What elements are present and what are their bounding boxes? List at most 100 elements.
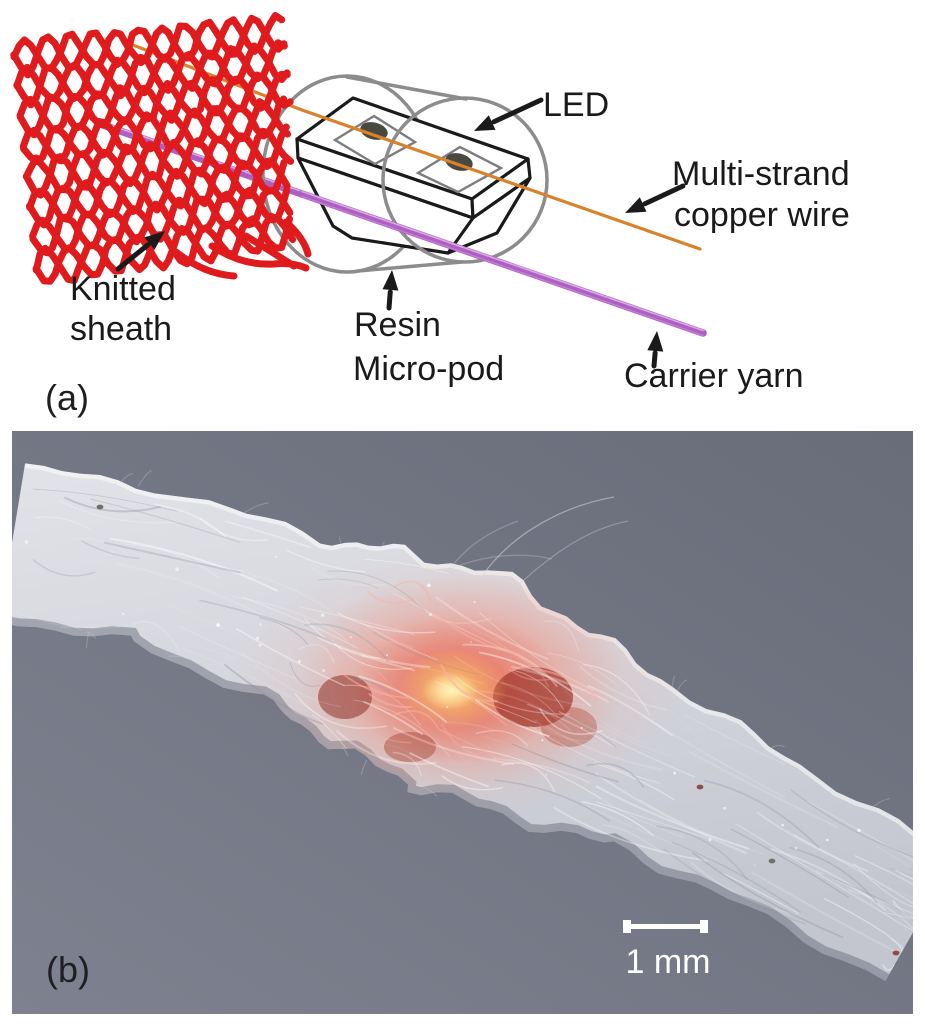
yarn-fiber <box>494 779 611 822</box>
edge-fuzz-fiber <box>341 746 349 757</box>
yarn-sparkle <box>259 623 262 626</box>
yarn-fiber <box>103 541 241 574</box>
yarn-fiber <box>434 613 521 656</box>
yarn-sparkle <box>470 641 473 643</box>
edge-fuzz-fiber <box>671 675 676 688</box>
yarn-fiber <box>224 520 311 549</box>
yarn-fiber <box>882 963 896 971</box>
yarn-fiber <box>110 537 278 592</box>
yarn-fiber <box>412 665 485 685</box>
yarn-sparkle <box>121 612 125 616</box>
edge-fuzz-fiber <box>360 759 368 775</box>
yarn-fiber <box>593 762 675 801</box>
yarn-fiber <box>437 728 503 761</box>
edge-fuzz-fiber <box>338 536 342 544</box>
yarn-fiber <box>71 538 132 558</box>
yarn-fiber <box>703 779 820 849</box>
yarn-fiber <box>587 684 673 737</box>
yarn-sparkle <box>545 773 548 776</box>
yarn-fiber <box>602 824 662 854</box>
yarn-fiber <box>444 750 474 776</box>
yarn-fiber <box>806 800 925 880</box>
yarn-fiber <box>815 870 915 932</box>
yarn-fiber <box>343 684 421 726</box>
knitted-sheath-drawing <box>10 12 312 285</box>
yarn-fiber <box>595 785 750 850</box>
led-die-left <box>360 122 388 140</box>
yarn-fiber <box>558 711 696 778</box>
yarn-fiber <box>451 691 537 724</box>
yarn-fiber <box>854 855 925 901</box>
yarn-sparkle <box>322 668 326 673</box>
yarn-sparkle <box>429 613 432 617</box>
led-aperture-right <box>415 145 504 194</box>
yarn-sparkle <box>175 567 180 572</box>
resin-micropod-front <box>381 96 549 264</box>
yarn-fiber <box>475 730 529 747</box>
label-knitted-sheath-line2: sheath <box>70 310 172 348</box>
yarn-fiber <box>895 869 925 890</box>
yarn-fiber <box>289 662 321 687</box>
stray-fiber-wisp <box>479 496 615 580</box>
yarn-speck <box>768 858 776 864</box>
annotation-arrows <box>115 97 686 369</box>
yarn-fiber <box>311 566 387 587</box>
label-copper-wire-line1: Multi-strand <box>672 155 850 193</box>
label-resin-micropod-line2: Micro-pod <box>353 350 504 388</box>
yarn-fiber <box>684 714 786 766</box>
yarn-fiber <box>394 580 433 604</box>
edge-fuzz-fiber <box>770 744 785 749</box>
yarn-fiber <box>392 592 507 651</box>
edge-fuzz-fiber <box>241 502 269 516</box>
yarn-fiber <box>58 499 179 524</box>
yarn-fiber <box>454 655 586 706</box>
yarn-fiber <box>188 643 260 671</box>
knit-loop-row <box>29 186 291 257</box>
edge-fuzz-fiber <box>119 473 134 485</box>
yarn-fiber <box>527 703 615 748</box>
yarn-fiber <box>32 488 177 512</box>
edge-fuzz-fiber <box>869 797 890 810</box>
label-knitted-sheath-line1: Knitted <box>70 270 176 308</box>
panel-a-schematic: LED Multi-strand copper wire Knitted she… <box>0 0 925 436</box>
yarn-fiber <box>479 651 592 707</box>
yarn-fiber <box>790 789 924 861</box>
stray-fiber-wisp <box>511 520 629 592</box>
yarn-fiber <box>690 861 799 916</box>
resin-micropod-arrow-head <box>382 270 399 291</box>
yarn-fiber <box>181 558 333 613</box>
yarn-sparkle <box>321 613 325 617</box>
led-arrow-head <box>474 115 496 131</box>
label-copper-wire-line2: copper wire <box>674 196 850 234</box>
yarn-fiber <box>368 693 413 709</box>
yarn-fiber <box>582 663 651 716</box>
yarn-fiber <box>353 699 451 758</box>
yarn-fiber <box>178 625 297 680</box>
yarn-fiber <box>442 721 497 732</box>
edge-fuzz-fiber <box>86 631 97 639</box>
yarn-sparkle <box>24 540 29 544</box>
yarn-fiber <box>440 663 498 703</box>
yarn-fiber <box>332 664 414 699</box>
yarn-fiber <box>501 762 556 793</box>
yarn-fiber <box>367 590 415 604</box>
yarn-fiber <box>543 711 617 749</box>
yarn-fiber <box>304 618 381 659</box>
micropod-top-edge <box>345 75 468 101</box>
yarn-fiber <box>299 606 416 636</box>
package-lower-hull <box>296 156 532 255</box>
yarn-fiber <box>331 639 413 670</box>
label-led: LED <box>543 86 609 124</box>
glow-core <box>422 672 478 710</box>
yarn-fiber <box>311 713 349 752</box>
stray-fiber-wisp <box>441 520 519 582</box>
yarn-fiber <box>663 848 807 925</box>
yarn-fiber <box>461 746 602 800</box>
knit-loose-end <box>242 232 298 270</box>
yarn-fiber <box>543 620 579 651</box>
yarn-fiber <box>492 757 591 784</box>
yarn-fiber <box>545 725 663 771</box>
yarn-speck <box>96 504 104 510</box>
schematic-canvas: LED Multi-strand copper wire Knitted she… <box>10 12 850 418</box>
yarn-fiber <box>0 605 136 629</box>
